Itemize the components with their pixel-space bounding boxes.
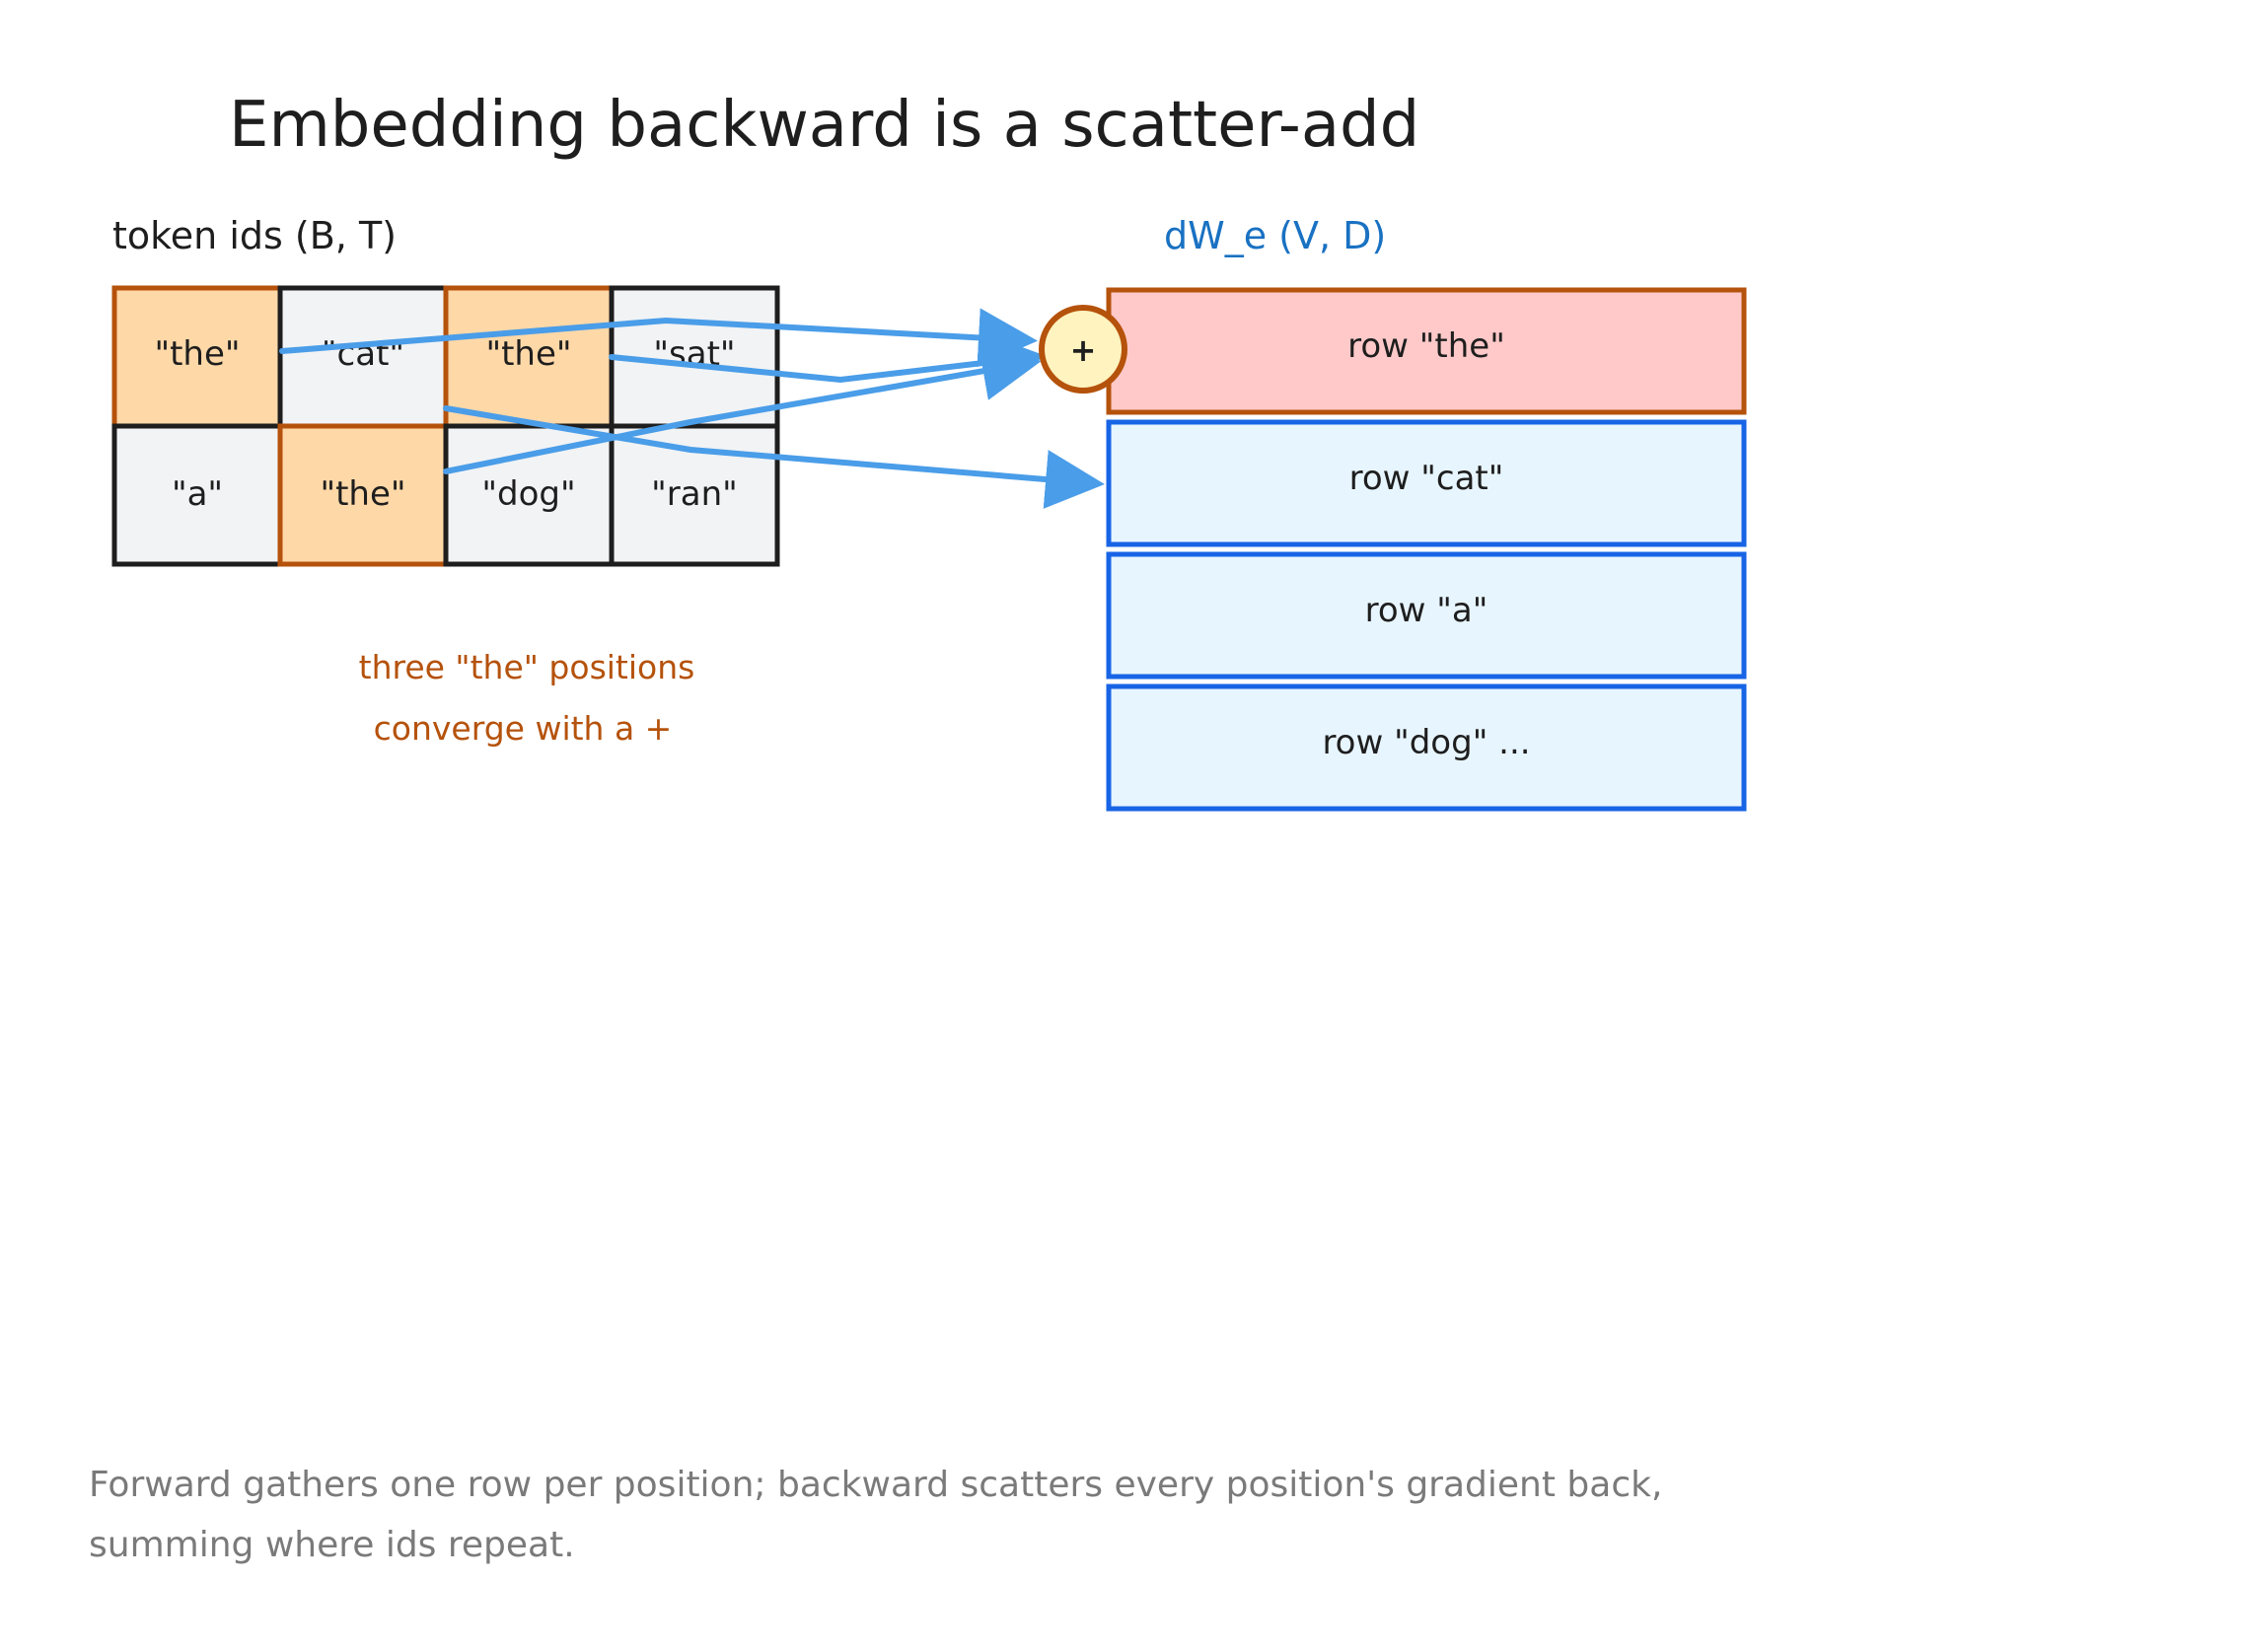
token-label-1-0: "a"	[172, 474, 223, 514]
arrow-the-0-0	[279, 308, 1038, 368]
plus-icon: +	[1070, 331, 1097, 369]
note-line-2: converge with a +	[374, 709, 673, 748]
gradient-table: row "the" row "cat" row "a" row "dog" ..…	[1106, 287, 1747, 812]
grad-row-the	[1106, 287, 1747, 415]
plus-circle	[1039, 305, 1127, 394]
accumulator: +	[1039, 305, 1127, 394]
token-label-0-2: "the"	[485, 334, 571, 374]
token-cell-1-0	[111, 423, 283, 567]
token-label-1-3: "ran"	[651, 474, 738, 514]
grad-row-a	[1106, 551, 1747, 680]
grad-row-a-label: row "a"	[1365, 591, 1488, 630]
scatter-arrows	[279, 308, 1105, 509]
caption-line-1: Forward gathers one row per position; ba…	[89, 1465, 1662, 1505]
token-label-1-2: "dog"	[481, 474, 575, 514]
token-grid-label: token ids (B, T)	[112, 214, 397, 257]
grad-row-dog-label: row "dog" ...	[1322, 723, 1530, 762]
grad-row-dog	[1106, 683, 1747, 812]
grad-row-the-label: row "the"	[1347, 326, 1505, 366]
arrow-the-0-2	[609, 332, 1046, 393]
token-cell-0-1	[277, 285, 449, 429]
token-label-0-0: "the"	[154, 334, 240, 374]
grad-row-cat	[1106, 419, 1747, 547]
token-grid: "the" "cat" "the" "sat" "a" "the" "dog" …	[111, 285, 780, 567]
note-line-1: three "the" positions	[359, 648, 695, 686]
caption-line-2: summing where ids repeat.	[89, 1525, 575, 1565]
token-label-1-1: "the"	[320, 474, 405, 514]
arrow-the-1-1	[443, 341, 1042, 474]
diagram-title: Embedding backward is a scatter-add	[229, 89, 1419, 162]
gradient-table-label: dW_e (V, D)	[1164, 214, 1386, 257]
token-cell-1-1	[277, 423, 449, 567]
arrow-cat-0-1	[443, 405, 1105, 509]
grad-row-cat-label: row "cat"	[1349, 459, 1504, 498]
token-cell-0-0	[111, 285, 283, 429]
